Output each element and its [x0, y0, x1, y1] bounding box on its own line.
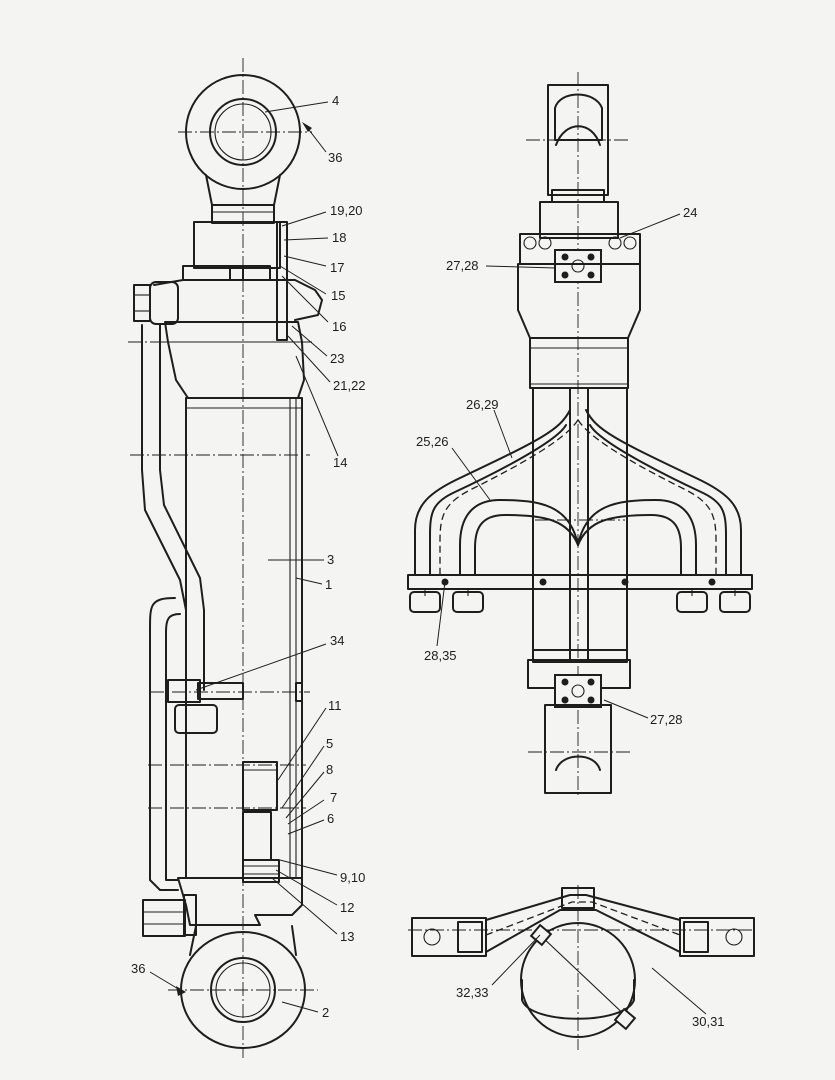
callout-7: 7 — [330, 790, 337, 805]
leader-lines — [149, 101, 707, 1015]
callout-3: 3 — [327, 552, 334, 567]
callout-28-35: 28,35 — [424, 648, 457, 663]
callout-5: 5 — [326, 736, 333, 751]
callout-24: 24 — [683, 205, 697, 220]
callout-labels: 4 36 19,20 18 17 15 16 23 21,22 14 3 1 3… — [131, 93, 725, 1029]
callout-12: 12 — [340, 900, 354, 915]
callout-17: 17 — [330, 260, 344, 275]
callout-4: 4 — [332, 93, 339, 108]
callout-30-31: 30,31 — [692, 1014, 725, 1029]
callout-34: 34 — [330, 633, 344, 648]
callout-16: 16 — [332, 319, 346, 334]
callout-27-28-top: 27,28 — [446, 258, 479, 273]
pipe-manifold — [414, 409, 742, 576]
callout-36-bottom: 36 — [131, 961, 145, 976]
callout-11: 11 — [328, 698, 342, 713]
callout-32-33: 32,33 — [456, 985, 489, 1000]
callout-8: 8 — [326, 762, 333, 777]
callout-21-22: 21,22 — [333, 378, 366, 393]
callout-1: 1 — [325, 577, 332, 592]
callout-6: 6 — [327, 811, 334, 826]
callout-18: 18 — [332, 230, 346, 245]
callout-26-29: 26,29 — [466, 397, 499, 412]
callout-19-20: 19,20 — [330, 203, 363, 218]
callout-27-28-bottom: 27,28 — [650, 712, 683, 727]
callout-2: 2 — [322, 1005, 329, 1020]
hydraulic-tube — [130, 324, 310, 891]
callout-14: 14 — [333, 455, 347, 470]
callout-15: 15 — [331, 288, 345, 303]
callout-13: 13 — [340, 929, 354, 944]
front-view — [407, 72, 753, 795]
side-view — [128, 58, 323, 1058]
callout-36-top: 36 — [328, 150, 342, 165]
callout-9-10: 9,10 — [340, 870, 365, 885]
callout-23: 23 — [330, 351, 344, 366]
tube-clamp — [150, 679, 310, 734]
callout-25-26: 25,26 — [416, 434, 449, 449]
end-view — [408, 885, 755, 1050]
